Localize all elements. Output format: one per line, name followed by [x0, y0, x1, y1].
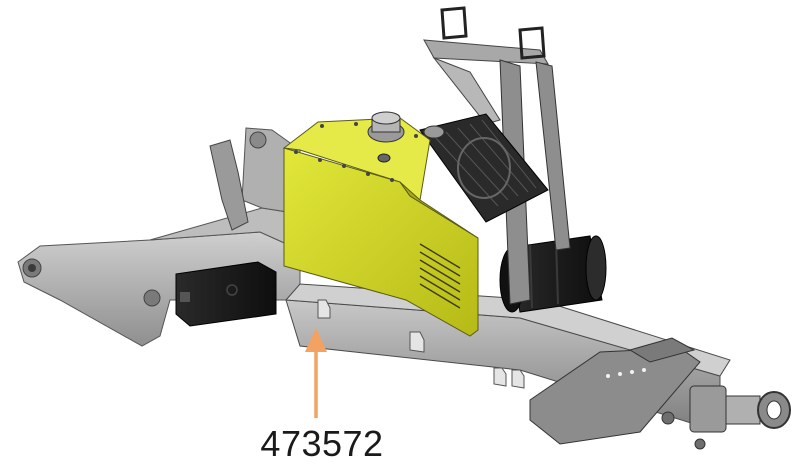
mounting-bracket	[209, 139, 249, 231]
engine-housing	[282, 111, 479, 337]
drawbar	[529, 337, 791, 450]
battery-box	[175, 261, 277, 327]
callout-arrow	[305, 328, 327, 418]
main-beam	[284, 283, 731, 433]
radiator-fan	[419, 113, 549, 223]
part-number-label: 473572	[260, 423, 384, 464]
